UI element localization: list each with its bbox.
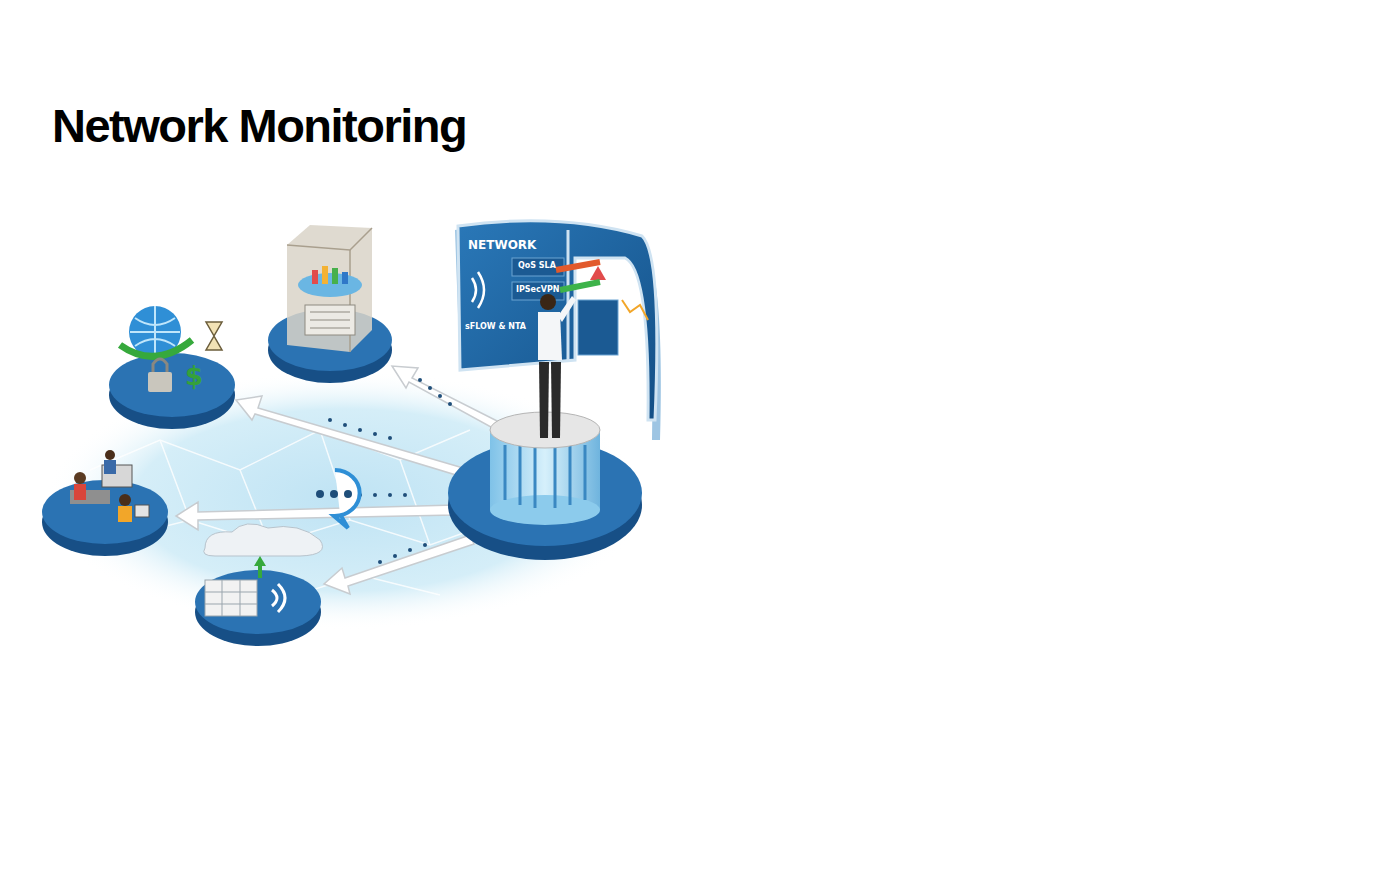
monitoring-screen xyxy=(455,221,661,440)
platform-switch xyxy=(195,524,323,646)
chat-bubble xyxy=(316,470,360,528)
dotted-trails xyxy=(328,378,452,564)
svg-text:$: $ xyxy=(185,361,203,391)
operator-figure xyxy=(538,294,576,438)
page-title: Network Monitoring xyxy=(52,98,466,153)
platform-datacenter xyxy=(268,225,392,383)
platform-security: $ xyxy=(109,306,235,429)
screen-label: IPSecVPN xyxy=(516,285,560,294)
screen-label: NETWORK xyxy=(468,238,536,252)
screen-label: QoS SLA xyxy=(518,261,556,270)
platform-users xyxy=(42,450,168,556)
screen-label: sFLOW & NTA xyxy=(465,322,526,331)
